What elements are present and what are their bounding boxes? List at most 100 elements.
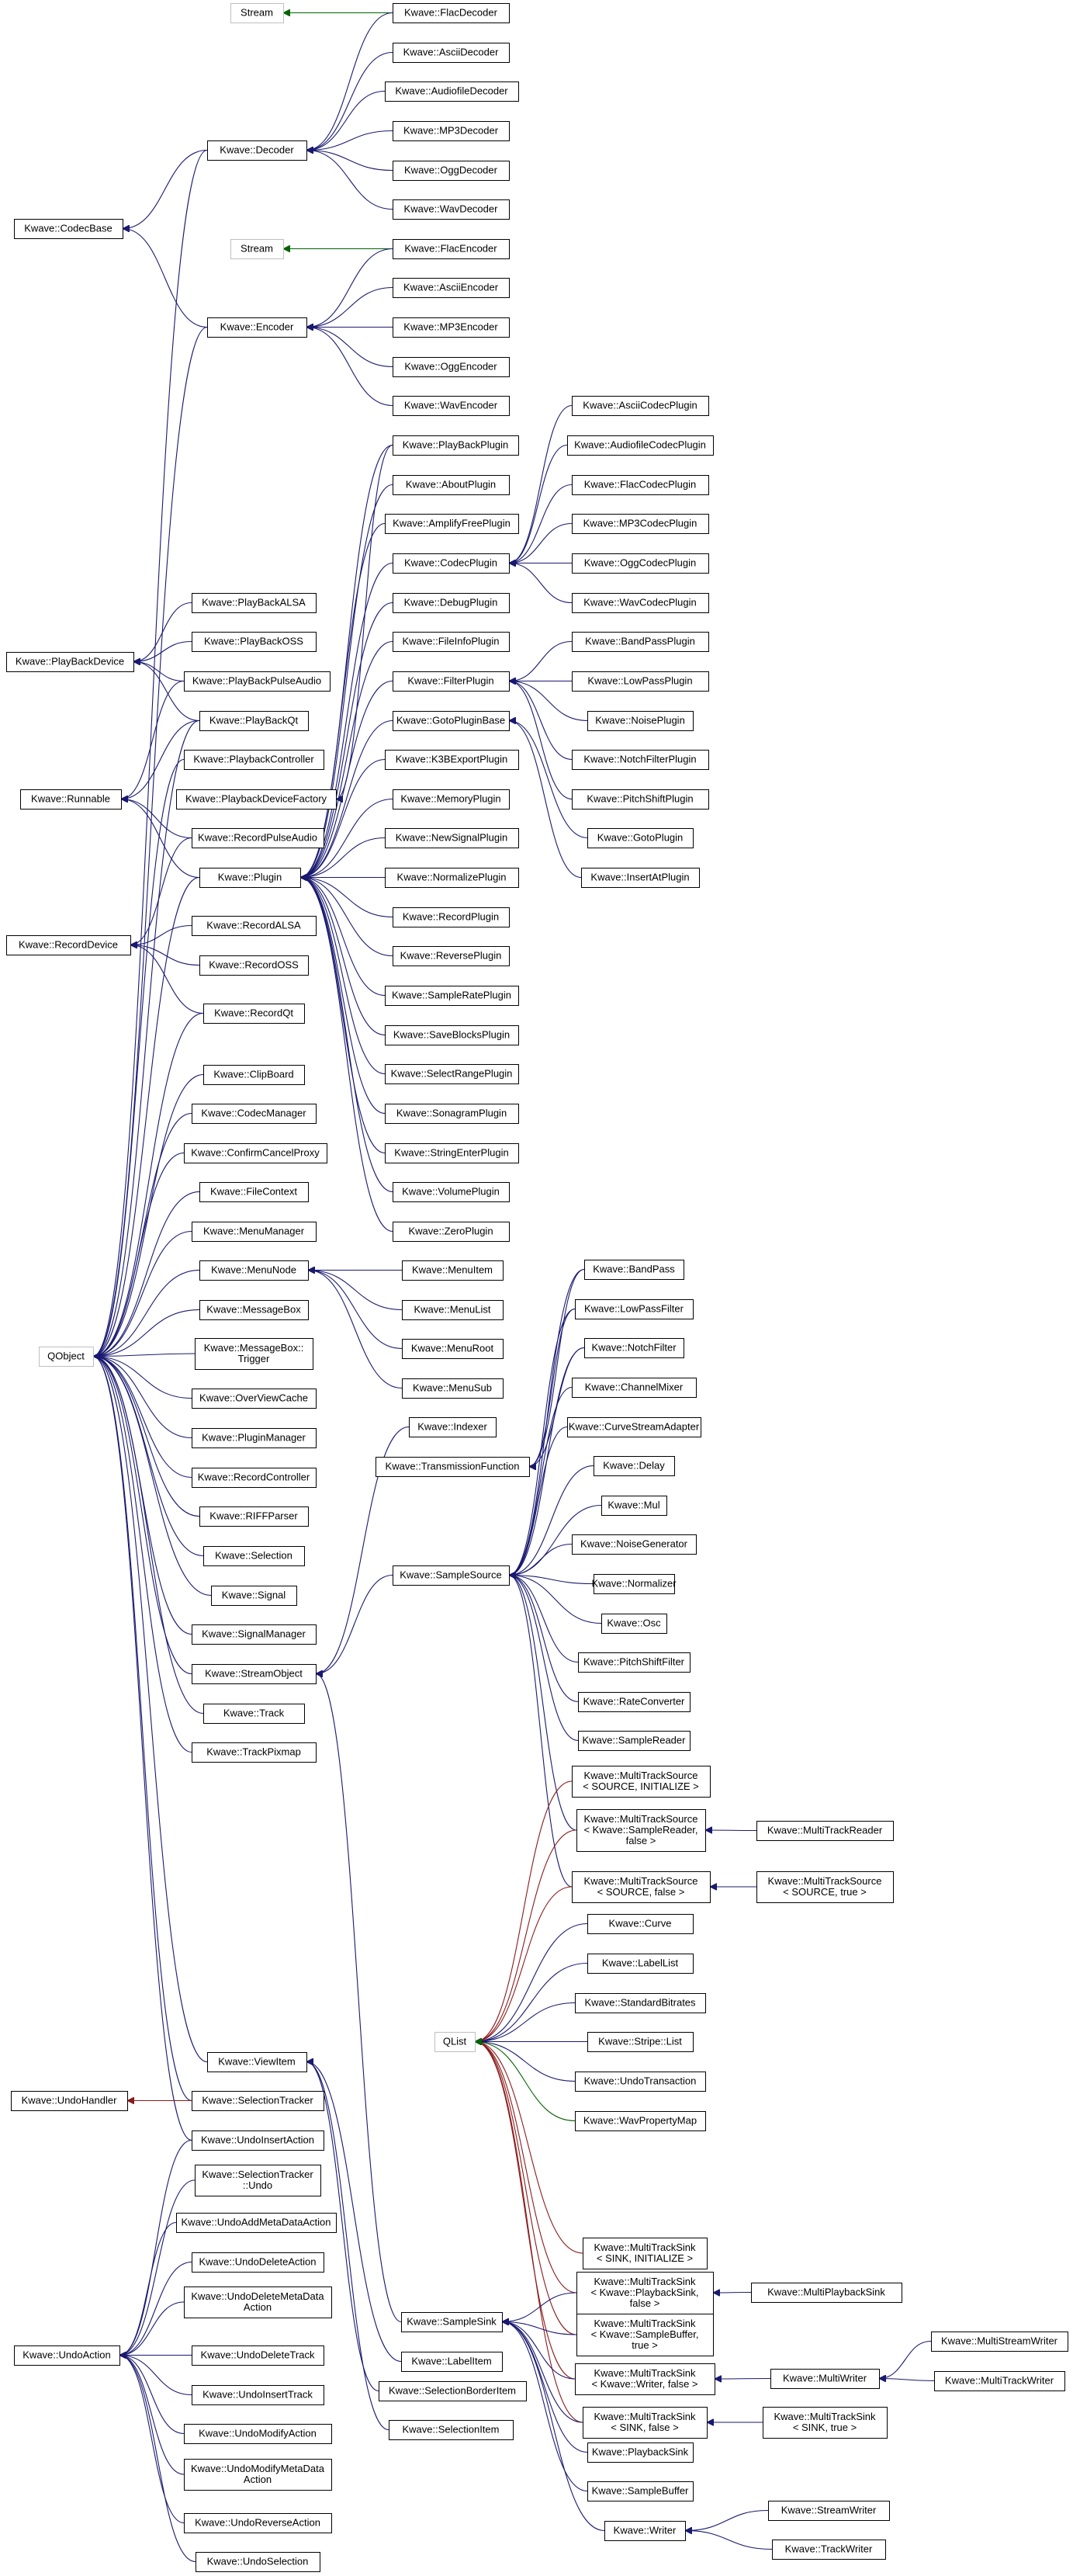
- class-node-codecmanager[interactable]: Kwave::CodecManager: [192, 1104, 317, 1124]
- class-node-gotopluginbase[interactable]: Kwave::GotoPluginBase: [393, 711, 510, 731]
- class-node-playbackoss[interactable]: Kwave::PlayBackOSS: [192, 632, 317, 652]
- class-node-recordplugin[interactable]: Kwave::RecordPlugin: [393, 907, 510, 927]
- class-node-oggcodecplugin[interactable]: Kwave::OggCodecPlugin: [572, 553, 709, 574]
- class-node-fileinfoplugin[interactable]: Kwave::FileInfoPlugin: [393, 632, 510, 652]
- class-node-samplereader[interactable]: Kwave::SampleReader: [578, 1731, 691, 1751]
- class-node-pitchshiftplugin[interactable]: Kwave::PitchShiftPlugin: [572, 789, 709, 810]
- class-node-gotoplugin[interactable]: Kwave::GotoPlugin: [587, 828, 694, 848]
- class-node-track[interactable]: Kwave::Track: [203, 1704, 305, 1724]
- class-node-plugin[interactable]: Kwave::Plugin: [199, 868, 301, 888]
- class-node-qlist[interactable]: QList: [434, 2032, 476, 2052]
- class-node-delay[interactable]: Kwave::Delay: [594, 1456, 675, 1476]
- class-node-undoinserttrack[interactable]: Kwave::UndoInsertTrack: [192, 2385, 324, 2405]
- class-node-selectionitem[interactable]: Kwave::SelectionItem: [389, 2420, 514, 2440]
- class-node-wavencoder[interactable]: Kwave::WavEncoder: [393, 396, 510, 416]
- class-node-osc[interactable]: Kwave::Osc: [601, 1614, 667, 1634]
- class-node-multiplaybacksink[interactable]: Kwave::MultiPlaybackSink: [751, 2283, 902, 2303]
- class-node-signal[interactable]: Kwave::Signal: [211, 1586, 297, 1606]
- class-node-streamobject[interactable]: Kwave::StreamObject: [192, 1664, 317, 1684]
- class-node-transmissionfunction[interactable]: Kwave::TransmissionFunction: [376, 1457, 530, 1477]
- class-node-mp3codecplugin[interactable]: Kwave::MP3CodecPlugin: [572, 514, 709, 534]
- class-node-undoaction[interactable]: Kwave::UndoAction: [14, 2345, 120, 2366]
- class-node-zeroplugin[interactable]: Kwave::ZeroPlugin: [393, 1222, 510, 1242]
- class-node-amplifyfree[interactable]: Kwave::AmplifyFreePlugin: [385, 514, 519, 534]
- class-node-multiwriter[interactable]: Kwave::MultiWriter: [770, 2369, 880, 2389]
- class-node-multitrackwriter[interactable]: Kwave::MultiTrackWriter: [934, 2371, 1065, 2391]
- class-node-codecbase[interactable]: Kwave::CodecBase: [14, 219, 123, 239]
- class-node-menulist[interactable]: Kwave::MenuList: [402, 1300, 504, 1320]
- class-node-stripelist[interactable]: Kwave::Stripe::List: [587, 2032, 694, 2052]
- class-node-k3bexport[interactable]: Kwave::K3BExportPlugin: [385, 750, 519, 770]
- class-node-oggencoder[interactable]: Kwave::OggEncoder: [393, 357, 510, 377]
- class-node-selectiontrackerundo[interactable]: Kwave::SelectionTracker::Undo: [195, 2165, 321, 2196]
- class-node-memoryplugin[interactable]: Kwave::MemoryPlugin: [393, 789, 510, 810]
- class-node-selectionborderitem[interactable]: Kwave::SelectionBorderItem: [379, 2381, 527, 2401]
- class-node-playbackalsa[interactable]: Kwave::PlayBackALSA: [192, 593, 317, 613]
- class-node-riffparser[interactable]: Kwave::RIFFParser: [199, 1506, 309, 1527]
- class-node-codecplugin[interactable]: Kwave::CodecPlugin: [393, 553, 510, 574]
- class-node-mtsource_true[interactable]: Kwave::MultiTrackSource< SOURCE, true >: [756, 1871, 894, 1903]
- class-node-menuroot[interactable]: Kwave::MenuRoot: [402, 1339, 504, 1359]
- class-node-playbackqt[interactable]: Kwave::PlayBackQt: [199, 711, 309, 731]
- class-node-undoinsertaction[interactable]: Kwave::UndoInsertAction: [192, 2130, 324, 2151]
- class-node-recordoss[interactable]: Kwave::RecordOSS: [199, 955, 309, 976]
- class-node-recordcontroller[interactable]: Kwave::RecordController: [192, 1468, 317, 1488]
- class-node-playbackcontroller[interactable]: Kwave::PlaybackController: [184, 750, 324, 770]
- class-node-asciiencoder[interactable]: Kwave::AsciiEncoder: [393, 278, 510, 298]
- class-node-mtsink_samplebuffer[interactable]: Kwave::MultiTrackSink< Kwave::SampleBuff…: [576, 2314, 714, 2356]
- class-node-encoder[interactable]: Kwave::Encoder: [207, 317, 307, 338]
- class-node-messageboxtrigger[interactable]: Kwave::MessageBox::Trigger: [195, 1338, 313, 1370]
- class-node-menusub[interactable]: Kwave::MenuSub: [402, 1378, 504, 1399]
- class-node-samplesink[interactable]: Kwave::SampleSink: [401, 2312, 503, 2332]
- class-node-multitrackreader[interactable]: Kwave::MultiTrackReader: [756, 1821, 894, 1841]
- class-node-mp3decoder[interactable]: Kwave::MP3Decoder: [393, 121, 510, 141]
- class-node-playbackdevice[interactable]: Kwave::PlayBackDevice: [6, 652, 134, 672]
- class-node-viewitem[interactable]: Kwave::ViewItem: [207, 2052, 307, 2072]
- class-node-curvestreamadapter[interactable]: Kwave::CurveStreamAdapter: [567, 1417, 701, 1437]
- class-node-selection[interactable]: Kwave::Selection: [203, 1546, 305, 1566]
- class-node-trackwriter[interactable]: Kwave::TrackWriter: [772, 2540, 886, 2560]
- class-node-filterplugin[interactable]: Kwave::FilterPlugin: [393, 671, 510, 692]
- class-node-asciidecoder[interactable]: Kwave::AsciiDecoder: [393, 43, 510, 63]
- class-node-volumeplugin[interactable]: Kwave::VolumePlugin: [393, 1182, 510, 1202]
- class-node-streamwriter[interactable]: Kwave::StreamWriter: [768, 2501, 890, 2521]
- class-node-mp3encoder[interactable]: Kwave::MP3Encoder: [393, 317, 510, 338]
- class-node-undoselection[interactable]: Kwave::UndoSelection: [196, 2552, 320, 2572]
- class-node-menuitem[interactable]: Kwave::MenuItem: [402, 1260, 504, 1281]
- class-node-decoder[interactable]: Kwave::Decoder: [207, 140, 307, 161]
- class-node-clipboard[interactable]: Kwave::ClipBoard: [203, 1065, 305, 1085]
- class-node-sonagramplugin[interactable]: Kwave::SonagramPlugin: [385, 1104, 519, 1124]
- class-node-mtsource_reader[interactable]: Kwave::MultiTrackSource< Kwave::SampleRe…: [576, 1809, 706, 1852]
- class-node-noisegenerator[interactable]: Kwave::NoiseGenerator: [572, 1534, 697, 1555]
- class-node-mtsink_init[interactable]: Kwave::MultiTrackSink< SINK, INITIALIZE …: [583, 2238, 708, 2269]
- class-node-debugplugin[interactable]: Kwave::DebugPlugin: [393, 593, 510, 613]
- class-node-undohandler[interactable]: Kwave::UndoHandler: [11, 2091, 128, 2111]
- class-node-confirmcancel[interactable]: Kwave::ConfirmCancelProxy: [184, 1143, 327, 1163]
- class-node-overviewcache[interactable]: Kwave::OverViewCache: [192, 1389, 317, 1409]
- class-node-pluginmanager[interactable]: Kwave::PluginManager: [192, 1428, 317, 1448]
- class-node-samplerateplugin[interactable]: Kwave::SampleRatePlugin: [385, 986, 519, 1006]
- class-node-insertatplugin[interactable]: Kwave::InsertAtPlugin: [581, 868, 700, 888]
- class-node-notchfilter[interactable]: Kwave::NotchFilter: [584, 1338, 684, 1358]
- class-node-standardbitrates[interactable]: Kwave::StandardBitrates: [575, 1993, 706, 2013]
- class-node-recordqt[interactable]: Kwave::RecordQt: [203, 1004, 305, 1024]
- class-node-flacencoder[interactable]: Kwave::FlacEncoder: [393, 239, 510, 259]
- class-node-messagebox[interactable]: Kwave::MessageBox: [199, 1300, 309, 1320]
- class-node-rateconverter[interactable]: Kwave::RateConverter: [578, 1692, 691, 1712]
- class-node-curve[interactable]: Kwave::Curve: [587, 1914, 694, 1934]
- class-node-recordpulse[interactable]: Kwave::RecordPulseAudio: [192, 828, 324, 848]
- class-node-saveblocksplugin[interactable]: Kwave::SaveBlocksPlugin: [385, 1025, 519, 1045]
- class-node-mtsink_false[interactable]: Kwave::MultiTrackSink< SINK, false >: [583, 2407, 708, 2439]
- class-node-wavcodecplugin[interactable]: Kwave::WavCodecPlugin: [572, 593, 709, 613]
- class-node-wavpropertymap[interactable]: Kwave::WavPropertyMap: [575, 2111, 706, 2131]
- class-node-signalmanager[interactable]: Kwave::SignalManager: [192, 1624, 317, 1645]
- class-node-flaccodecplugin[interactable]: Kwave::FlacCodecPlugin: [572, 475, 709, 495]
- class-node-flacdecoder[interactable]: Kwave::FlacDecoder: [393, 3, 510, 23]
- class-node-labelitem[interactable]: Kwave::LabelItem: [401, 2352, 503, 2372]
- class-node-oggdecoder[interactable]: Kwave::OggDecoder: [393, 161, 510, 181]
- class-node-playbackpulse[interactable]: Kwave::PlayBackPulseAudio: [184, 671, 331, 692]
- class-node-playbackplugin[interactable]: Kwave::PlayBackPlugin: [393, 435, 519, 456]
- class-node-lowpassfilter[interactable]: Kwave::LowPassFilter: [575, 1299, 694, 1319]
- class-node-asciicodecplugin[interactable]: Kwave::AsciiCodecPlugin: [572, 396, 709, 416]
